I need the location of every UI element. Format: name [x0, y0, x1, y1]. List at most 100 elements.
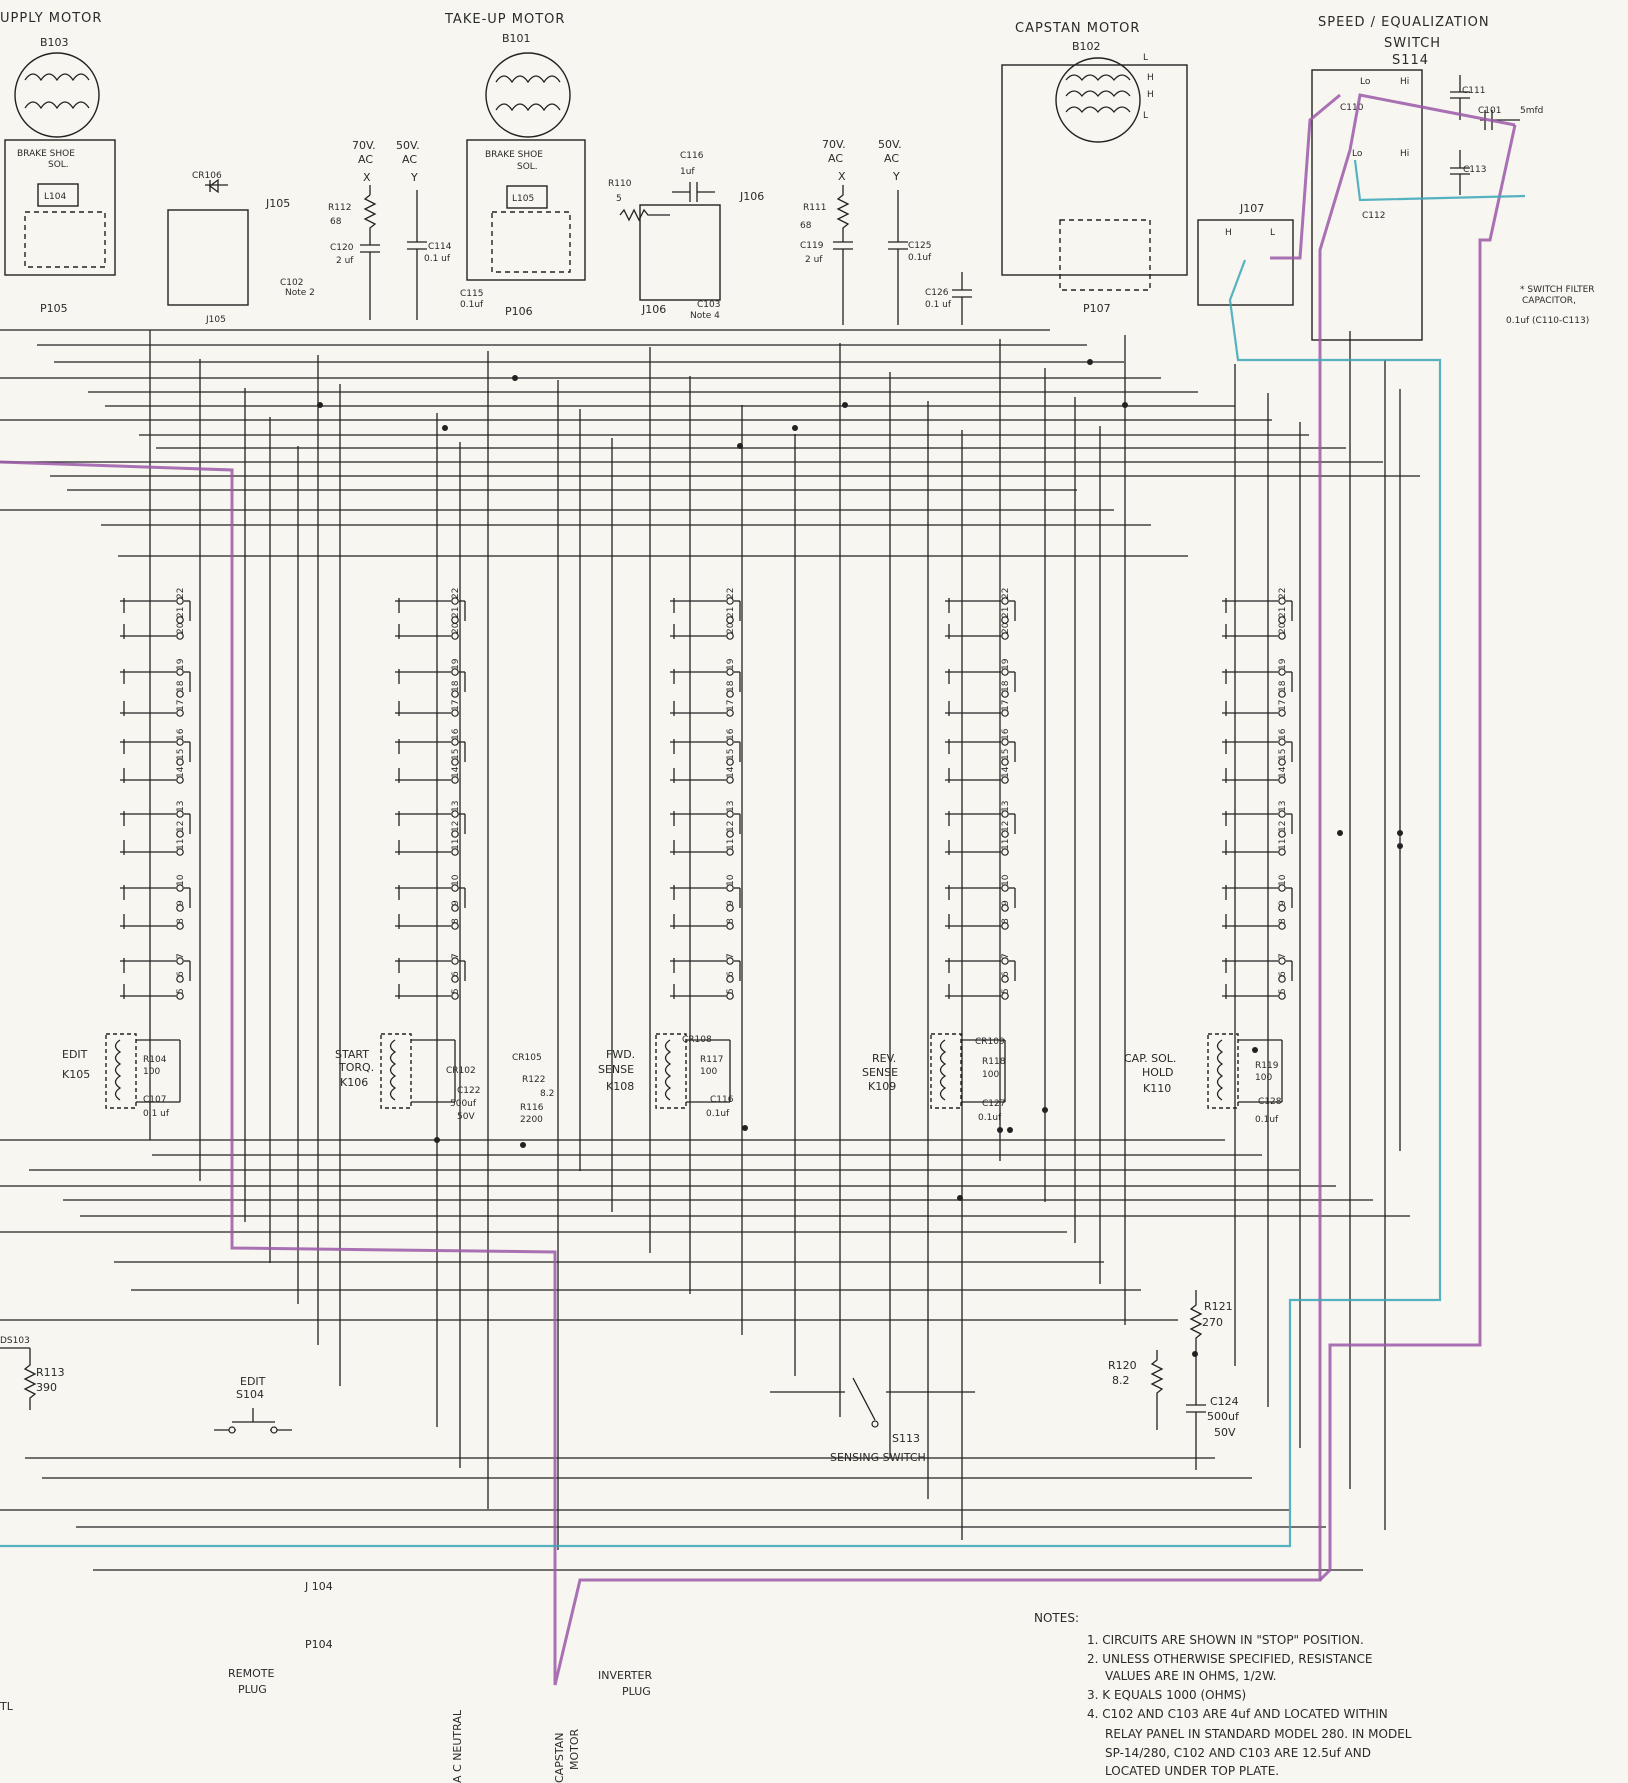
relay-pin-number: 11 [726, 839, 736, 850]
switch-hi1: Hi [1400, 77, 1409, 87]
capstan-motor-vlabel-2: MOTOR [568, 1728, 581, 1770]
r113-label: R113 [36, 1366, 65, 1379]
relay-contact-pin [451, 709, 459, 717]
junction-dot [997, 1127, 1003, 1133]
takeup-motor-coil [506, 185, 548, 209]
j106-bottom-label: J106 [641, 303, 666, 316]
filter-note-2: CAPACITOR, [1522, 296, 1576, 306]
ac70-line2: AC [358, 153, 373, 166]
relay-contact-pin [451, 776, 459, 784]
relay-contact-pin [1001, 992, 1009, 1000]
relay-contact-pin [176, 776, 184, 784]
c102-label: C102 [280, 278, 303, 288]
r111-label: R111 [803, 203, 826, 213]
s113-contact [871, 1420, 879, 1428]
cr106-label: CR106 [192, 171, 222, 181]
capstan-motor-id: B102 [1072, 40, 1101, 53]
supply-motor: UPPLY MOTOR B103 BRAKE SHOE SOL. L104 P1… [0, 11, 116, 315]
c120-value: 2 uf [336, 256, 354, 266]
sensing-switch-label: SENSING SWITCH [830, 1451, 926, 1464]
relay-contact-pin [726, 975, 734, 983]
relay-pin-number: 21 [726, 607, 736, 618]
relay-contact-pin [1278, 597, 1286, 605]
ac70b-x: X [838, 170, 846, 183]
relay-pin-number: 16 [1278, 728, 1288, 740]
junction-dot [442, 425, 448, 431]
relay-pin-number: 12 [176, 821, 186, 832]
junction-dot [1007, 1127, 1013, 1133]
r113-value: 390 [36, 1381, 57, 1394]
takeup-motor-sol: SOL. [517, 162, 538, 172]
k110-part-3: 0.1uf [1255, 1115, 1279, 1125]
relay-contact-pin [726, 738, 734, 746]
relay-pin-number: 18 [451, 680, 461, 692]
c120-label: C120 [330, 243, 354, 253]
junction-dot [1087, 359, 1093, 365]
relay-contact-pin [451, 904, 459, 912]
ds103-label: DS103 [0, 1336, 30, 1346]
relay-contact-pin [451, 616, 459, 624]
takeup-motor-id: B101 [502, 32, 531, 45]
relay-pin-number: 21 [1001, 607, 1011, 618]
relay-contact-pin [1278, 616, 1286, 624]
relay-contact-pin [1278, 992, 1286, 1000]
relay-pin-number: 7 [1001, 953, 1011, 959]
c112-label: C112 [1362, 211, 1385, 221]
relay-contact-pin [1001, 776, 1009, 784]
relay-pin-number: 8 [726, 918, 736, 924]
relay-contact-pin [1001, 668, 1009, 676]
relay-contact-pin [726, 668, 734, 676]
purple-trace-b [1270, 93, 1341, 260]
relay-pin-number: 13 [176, 801, 186, 812]
highlight-traces [0, 93, 1526, 1686]
ac70-x: X [363, 171, 371, 184]
takeup-motor-coil-label: L105 [512, 194, 534, 204]
relay-pin-number: 14 [451, 766, 461, 778]
relay-contact-pin [176, 738, 184, 746]
junction-dot [1337, 830, 1343, 836]
relay-pin-number: 10 [176, 874, 186, 886]
relay-pin-number: 14 [176, 766, 186, 778]
relay-contact-pin [1001, 975, 1009, 983]
relay-contact-pin [726, 922, 734, 930]
relay-coil-box [380, 1033, 412, 1109]
relay-contact-pin [451, 632, 459, 640]
r121-label: R121 [1204, 1300, 1233, 1313]
relay-pin-number: 10 [1001, 874, 1011, 886]
relay-contact-pin [176, 922, 184, 930]
relay-pin-number: 17 [726, 700, 736, 711]
relay-pin-number: 16 [1001, 728, 1011, 740]
relay-pin-number: 9 [726, 900, 736, 906]
relay-contact-pin [1278, 904, 1286, 912]
relay-pin-number: 12 [1001, 821, 1011, 832]
k105-name: EDIT [62, 1048, 88, 1061]
takeup-supply-parts: R112 68 C120 2 uf 70V. AC X 50V. AC Y C1… [328, 139, 484, 320]
relay-panel: 2221201918171615141312111098765222120191… [105, 588, 1293, 1109]
speed-switch-line1: SPEED / EQUALIZATION [1318, 15, 1490, 30]
junction-dot [742, 1125, 748, 1131]
switch-hi2: Hi [1400, 149, 1409, 159]
k106-part-7: R116 [520, 1103, 544, 1113]
relay-pin-number: 13 [451, 801, 461, 812]
relay-pin-number: 18 [176, 680, 186, 692]
relay-coil [389, 1039, 397, 1101]
capstan-motor: CAPSTAN MOTOR B102 L H H L P107 [1001, 21, 1188, 315]
k108-id: K108 [606, 1080, 634, 1093]
relay-contact-pin [726, 758, 734, 766]
relay-pin-number: 18 [726, 680, 736, 692]
c124-value: 500uf [1207, 1410, 1240, 1423]
junction-dot [520, 1142, 526, 1148]
c115-value: 0.1uf [460, 300, 484, 310]
relay-pin-number: 11 [176, 839, 186, 850]
switch-lo2: Lo [1352, 149, 1363, 159]
relay-pin-number: 12 [726, 821, 736, 832]
ac50-y: Y [410, 171, 418, 184]
ac70b-line2: AC [828, 152, 843, 165]
relay-contact-pin [451, 848, 459, 856]
relay-pin-number: 19 [1001, 658, 1011, 670]
relay-pin-number: 6 [1278, 971, 1288, 977]
relay-labels: EDIT K105 R104 100 C107 0.1 uf START TOR… [62, 1035, 1282, 1125]
k106-part-6: 8.2 [540, 1089, 554, 1099]
